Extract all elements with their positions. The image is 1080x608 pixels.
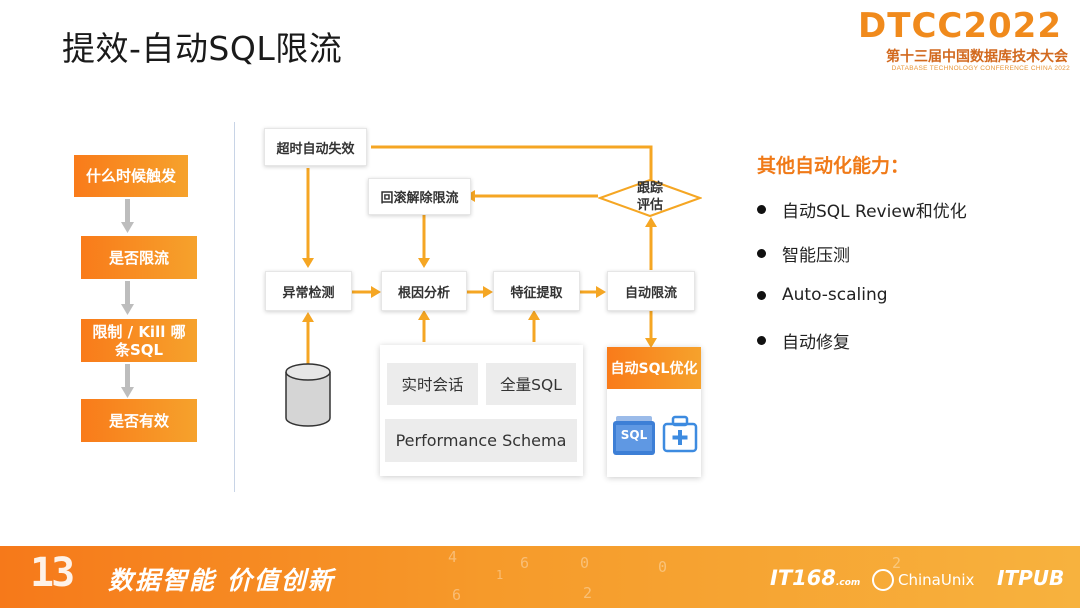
other-capabilities-title: 其他自动化能力： — [757, 155, 910, 177]
bullet-icon — [757, 336, 766, 345]
effective-box: 是否有效 — [81, 399, 197, 442]
capability-item: Auto-scaling — [757, 285, 888, 305]
track-evaluate-label: 跟踪 评估 — [598, 180, 702, 214]
diagram-connectors — [302, 141, 657, 364]
footer-slogan: 数据智能 价值创新 — [108, 566, 335, 595]
capability-label: 自动修复 — [782, 333, 850, 353]
auto-sql-opt-header: 自动SQL优化 — [607, 347, 701, 389]
it168-logo-suffix: .com — [835, 578, 861, 588]
limit-kill-box: 限制 / Kill 哪条SQL — [81, 319, 197, 362]
capability-item: 智能压测 — [757, 241, 850, 266]
slide-title: 提效-自动SQL限流 — [62, 29, 343, 68]
chinaunix-logo: ChinaUnix — [898, 571, 975, 589]
medical-kit-icon — [662, 415, 698, 453]
bullet-icon — [757, 249, 766, 258]
bullet-icon — [757, 290, 766, 300]
root-cause-box: 根因分析 — [381, 271, 467, 311]
decorative-number: 6 — [452, 586, 462, 604]
vertical-divider — [234, 122, 235, 492]
decorative-number: 2 — [892, 554, 902, 572]
feature-extraction-box: 特征提取 — [493, 271, 580, 311]
performance-schema-box: Performance Schema — [385, 419, 577, 462]
decorative-number: 6 — [520, 554, 530, 572]
dtcc-logo-subtitle: 第十三届中国数据库技术大会 — [886, 49, 1068, 65]
decorative-number: 0 — [658, 558, 668, 576]
sql-icon-label: SQL — [620, 428, 648, 442]
chinaunix-icon — [872, 569, 894, 591]
edition-13-logo: 13 — [30, 550, 75, 596]
footer-banner: 4 1 6 0 0 6 2 2 13 数据智能 价值创新 IT168.com C… — [0, 546, 1080, 608]
anomaly-detection-box: 异常检测 — [265, 271, 352, 311]
realtime-session-box: 实时会话 — [387, 363, 478, 405]
capability-label: Auto-scaling — [782, 285, 888, 305]
it168-logo: IT168.com — [770, 566, 860, 590]
capability-label: 自动SQL Review和优化 — [782, 202, 967, 222]
database-icon — [285, 363, 331, 427]
trigger-box: 什么时候触发 — [74, 155, 188, 197]
itpub-logo: ITPUB — [997, 566, 1065, 590]
left-flow-arrows — [121, 199, 134, 398]
whether-limit-box: 是否限流 — [81, 236, 197, 279]
decorative-number: 4 — [448, 548, 458, 566]
capability-item: 自动修复 — [757, 328, 850, 353]
evaluate-label: 评估 — [636, 198, 663, 213]
auto-limit-box: 自动限流 — [607, 271, 695, 311]
bullet-icon — [757, 205, 766, 214]
it168-logo-text: IT168 — [770, 566, 836, 590]
capability-label: 智能压测 — [782, 246, 850, 266]
sql-icon — [613, 416, 655, 455]
dtcc-logo: DTCC2022 — [858, 6, 1062, 46]
capability-item: 自动SQL Review和优化 — [757, 197, 967, 222]
track-label: 跟踪 — [636, 181, 663, 196]
decorative-number: 2 — [583, 584, 593, 602]
decorative-number: 0 — [580, 554, 590, 572]
decorative-number: 1 — [496, 568, 504, 582]
timeout-expire-box: 超时自动失效 — [264, 128, 367, 166]
dtcc-logo-english: DATABASE TECHNOLOGY CONFERENCE CHINA 202… — [891, 65, 1070, 72]
full-sql-box: 全量SQL — [486, 363, 576, 405]
rollback-box: 回滚解除限流 — [368, 178, 471, 215]
track-evaluate-diamond — [598, 178, 702, 218]
